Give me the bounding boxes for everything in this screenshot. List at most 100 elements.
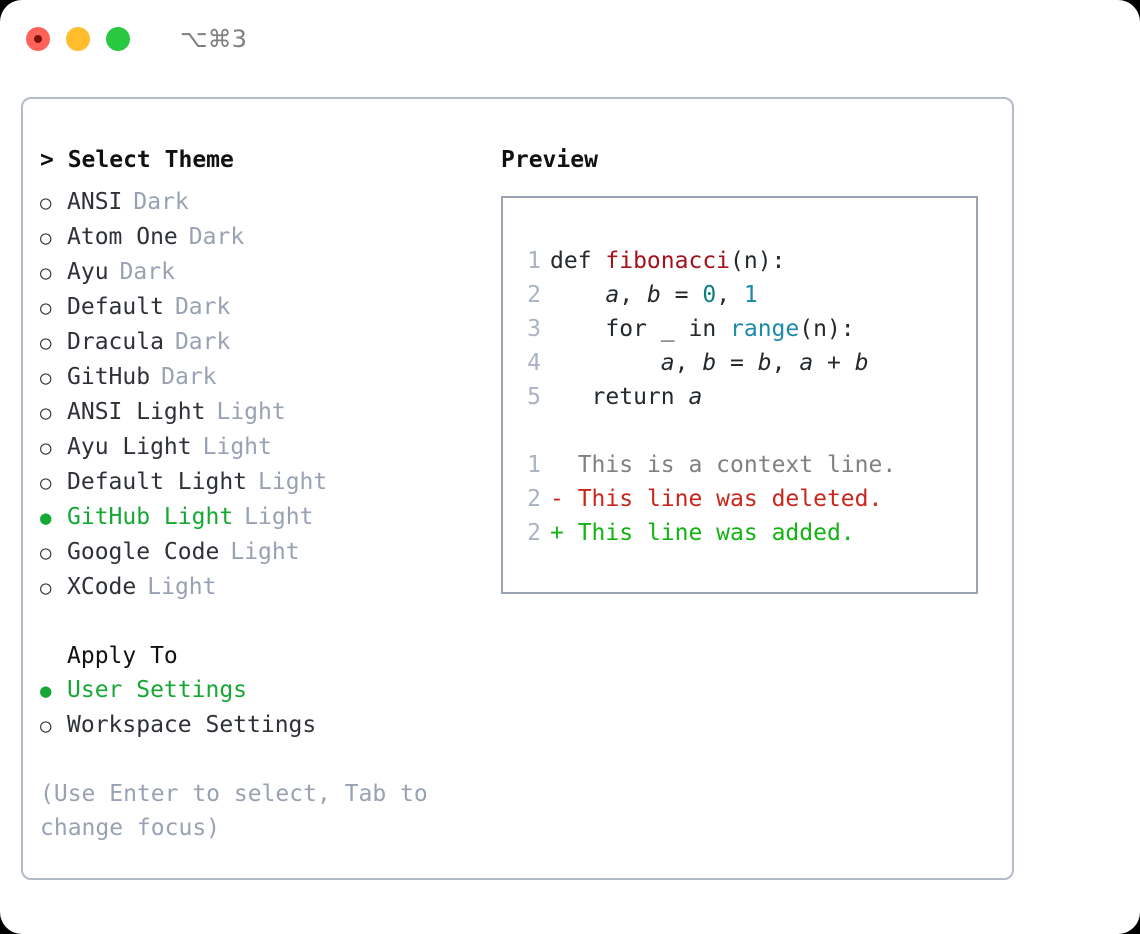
keyboard-shortcut-label: ⌥⌘3 — [180, 25, 247, 53]
diff-line: 2- This line was deleted. — [503, 482, 976, 516]
code-line-text: a, b = b, a + b — [550, 346, 869, 380]
radio-unselected-icon: ○ — [40, 367, 52, 389]
radio-selected-icon: ● — [40, 507, 52, 529]
title-bar: ⌥⌘3 — [0, 0, 1140, 78]
code-token: (n): — [730, 248, 786, 274]
diff-line: 2 + This line was added. — [503, 516, 976, 550]
theme-name-label: Ayu Light — [67, 434, 192, 460]
apply-to-option-workspace-settings[interactable]: ○ Workspace Settings — [40, 708, 493, 743]
minimize-button[interactable] — [66, 27, 90, 51]
diff-line-number: 2 — [527, 486, 541, 512]
theme-name-label: Google Code — [67, 539, 220, 565]
diff-marker: - — [550, 486, 564, 512]
code-token: 0 — [702, 282, 717, 308]
code-token: a — [799, 350, 814, 376]
radio-unselected-icon: ○ — [40, 262, 52, 284]
radio-unselected-icon: ○ — [40, 542, 52, 564]
radio-unselected-icon: ○ — [40, 715, 52, 737]
code-line-number: 2 — [527, 282, 541, 308]
diff-line-number: 2 — [527, 520, 541, 546]
code-line: 3 for _ in range(n): — [503, 312, 976, 346]
radio-unselected-icon: ○ — [40, 227, 52, 249]
theme-option-google-code[interactable]: ○ Google Code Light — [40, 535, 493, 570]
theme-name-label: XCode — [67, 574, 137, 600]
theme-kind-label: Light — [230, 539, 300, 565]
diff-line-text: This line was deleted. — [563, 486, 883, 512]
diff-line-text: This is a context line. — [563, 452, 897, 478]
theme-kind-label: Dark — [161, 364, 217, 390]
theme-kind-label: Light — [202, 434, 272, 460]
theme-kind-label: Dark — [174, 329, 231, 355]
page-title: > Select Theme — [40, 147, 234, 173]
code-line-text: return a — [550, 380, 703, 414]
theme-name-label: Default — [67, 294, 164, 320]
code-line-number: 3 — [527, 316, 541, 342]
code-token: a — [660, 350, 675, 376]
code-line-text: a, b = 0, 1 — [550, 278, 758, 312]
code-token: return — [550, 384, 689, 410]
diff-line-text: This line was added. — [563, 520, 855, 546]
code-line-number: 5 — [527, 384, 541, 410]
theme-kind-label: Dark — [174, 294, 231, 320]
keyboard-hint: (Use Enter to select, Tab to change focu… — [40, 781, 442, 841]
theme-kind-label: Light — [216, 399, 286, 425]
diff-marker: + — [550, 520, 564, 546]
code-token: for _ in — [550, 316, 731, 342]
theme-name-label: Dracula — [67, 329, 164, 355]
theme-name-label: Atom One — [67, 224, 178, 250]
code-token — [550, 282, 605, 308]
diff-line: 1 This is a context line. — [503, 448, 976, 482]
theme-name-label: ANSI — [67, 189, 123, 215]
theme-kind-label: Light — [258, 469, 328, 495]
diff-line-number: 1 — [527, 452, 541, 478]
code-line: 1 def fibonacci(n): — [503, 244, 976, 278]
theme-kind-label: Light — [147, 574, 217, 600]
code-token: = — [660, 282, 703, 308]
apply-to-heading: Apply To — [67, 643, 178, 669]
code-token: (n): — [799, 316, 855, 342]
code-token: b — [646, 282, 661, 308]
code-line-text: for _ in range(n): — [550, 312, 855, 346]
code-line-text: def fibonacci(n): — [550, 244, 785, 278]
close-button[interactable] — [26, 27, 50, 51]
apply-to-label: Workspace Settings — [67, 712, 317, 738]
code-token — [550, 350, 661, 376]
theme-option-github[interactable]: ○ GitHub Dark — [40, 360, 493, 395]
code-token: b — [757, 350, 772, 376]
code-token: b — [854, 350, 869, 376]
code-token: , — [674, 350, 703, 376]
theme-name-label: GitHub — [67, 364, 151, 390]
code-line-number: 1 — [527, 248, 541, 274]
radio-unselected-icon: ○ — [40, 332, 52, 354]
code-line: 5 return a — [503, 380, 976, 414]
radio-unselected-icon: ○ — [40, 472, 52, 494]
theme-option-dracula[interactable]: ○ Dracula Dark — [40, 325, 493, 360]
code-token: 1 — [743, 282, 758, 308]
apply-to-list: ●User Settings ○ Workspace Settings — [40, 673, 493, 743]
theme-name-label: GitHub Light — [67, 504, 234, 530]
code-token: , — [619, 282, 647, 308]
maximize-button[interactable] — [106, 27, 130, 51]
code-token: b — [702, 350, 717, 376]
theme-name-label: Ayu — [67, 259, 109, 285]
code-token: , — [716, 282, 744, 308]
code-token: = — [716, 350, 758, 376]
radio-unselected-icon: ○ — [40, 402, 52, 424]
apply-to-option-user-settings[interactable]: ●User Settings — [40, 673, 493, 708]
